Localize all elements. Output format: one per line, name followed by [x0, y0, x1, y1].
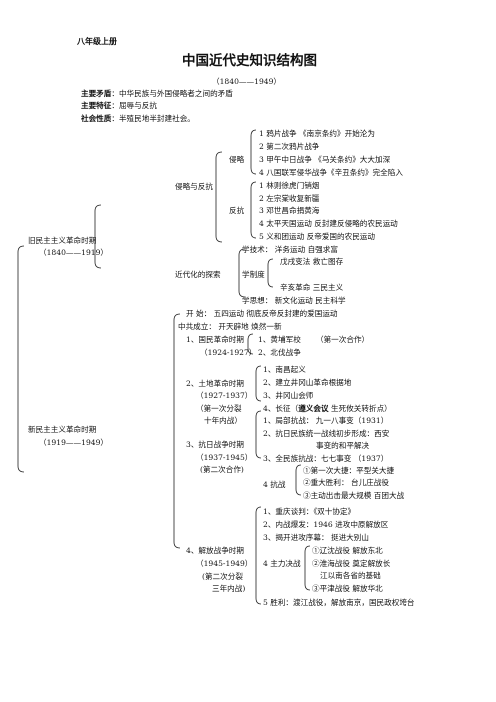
old-period-label: 旧民主主义革命时期: [28, 236, 97, 245]
period-4-label: 4、解放战争时期: [186, 546, 244, 555]
battle-1: ①辽沈战役 解放东北: [312, 546, 383, 555]
learn-tech: 学技术： 洋务运动 自强求富: [242, 245, 338, 254]
bracket-institution: [267, 258, 274, 288]
invasion-label: 侵略: [229, 155, 245, 164]
bracket-p4-battle: [304, 545, 311, 591]
period-1-item-2: 2、北伐战争: [258, 348, 301, 357]
resist-label: 反抗: [229, 206, 245, 215]
long-march-prefix: 4、长征（: [263, 404, 299, 413]
invasion-item-2: 2 第二次鸦片战争: [259, 142, 320, 151]
old-period-years: （1840——1919）: [39, 248, 109, 257]
years-range: （1840——1949）: [212, 77, 282, 86]
bracket-p3: [255, 410, 262, 459]
bracket-invasion: [250, 129, 257, 175]
resist-victory-2: ②重大胜利： 台儿庄战役: [303, 478, 389, 487]
period-2-item-3: 3、井冈山会师: [263, 391, 314, 400]
main-feature-label: 主要特征: [81, 101, 112, 110]
bracket-p3-resist: [295, 464, 302, 496]
invasion-item-3: 3 甲午中日战争 《马关条约》大大加深: [259, 155, 391, 164]
institution-reform-a: 戊戌变法 救亡图存: [280, 257, 344, 266]
bracket-new: [173, 313, 181, 549]
battle-2b: 江以南各省的基础: [320, 571, 381, 580]
main-conflict-text: ：中华民族与外国侵略者之间的矛盾: [111, 89, 233, 98]
period-2-label: 2、土地革命时期: [186, 379, 244, 388]
period-3-years: （1937-1945）: [196, 453, 253, 462]
new-period-label: 新民主主义革命时期: [28, 425, 97, 434]
period-3-item-3: 3、全民族抗战：七七事变 （1937）: [263, 454, 389, 463]
invasion-item-1: 1 鸦片战争 《南京条约》开始沦为: [259, 129, 375, 138]
resist-victory-1: ①第一次大捷：平型关大捷: [303, 466, 395, 475]
period-3-label: 3、抗日战争时期: [186, 440, 244, 449]
main-feature-line: 主要特征：屈辱与反抗: [81, 101, 157, 110]
period-2-years: （1927-1937）: [196, 391, 253, 400]
bracket-explore: [238, 248, 246, 298]
main-conflict-label: 主要矛盾: [81, 89, 112, 98]
cpc-founded: 中共成立： 开天辟地 焕然一新: [178, 322, 282, 331]
period-2-note-1: （第一次分裂: [196, 404, 242, 413]
period-1-note: （第一次合作）: [316, 335, 370, 344]
invasion-item-4: 4 八国联军侵华战争《辛丑条约》完全陷入: [259, 168, 403, 177]
period-3-note: (第二次合作): [200, 465, 244, 474]
period-4-item-1: 1、重庆谈判：《双十协定》: [263, 507, 356, 516]
bracket-resist: [250, 181, 257, 239]
period-4-item-4: 4 主力决战: [263, 559, 301, 568]
explore-label: 近代化的探索: [175, 270, 221, 279]
society-text: ：半殖民地半封建社会。: [111, 114, 195, 123]
bracket-p4: [255, 506, 262, 605]
period-3-item-1: 1、局部抗战： 九一八事变（1931）: [263, 416, 389, 425]
bracket-p1: [247, 333, 254, 355]
resist-item-2: 2 左宗棠收复新疆: [259, 194, 320, 203]
resist-item-3: 3 邓世昌命捐黄海: [259, 206, 320, 215]
period-2-note-2: 十年内战）: [204, 416, 242, 425]
resist-item-5: 5 义和团运动 反帝爱国的农民运动: [259, 232, 375, 241]
resist-item-4: 4 太平天国运动 反封建反侵略的农民运动: [259, 219, 398, 228]
period-3-item-2b: 事变的和平解决: [316, 441, 370, 450]
period-4-item-2: 2、内战爆发：1946 进攻中原解放区: [263, 520, 389, 529]
long-march-suffix: 生死攸关转折点）: [328, 404, 392, 413]
bracket-root: [17, 245, 25, 473]
bracket-invasion-resist: [215, 151, 223, 243]
period-2-item-2: 2、建立井冈山革命根据地: [263, 378, 352, 387]
period-4-item-3: 3、揭开进攻序幕： 挺进大别山: [263, 533, 369, 542]
resist-victory-3: ③主动出击最大规模 百团大战: [303, 491, 405, 500]
bracket-p2: [255, 365, 262, 402]
battle-2: ②淮海战役 奠定解放长: [312, 559, 391, 568]
learn-institution-label: 学制度: [242, 270, 265, 279]
period-1-label: 1、国民革命时期: [186, 335, 244, 344]
period-4-note-2: 三年内战): [212, 584, 246, 593]
main-conflict-line: 主要矛盾：中华民族与外国侵略者之间的矛盾: [81, 89, 233, 98]
bracket-old-lower: [94, 238, 102, 269]
grade-label: 八年级上册: [77, 37, 117, 46]
learn-thought: 学思想： 新文化运动 民主科学: [242, 296, 346, 305]
period-4-years: （1945-1949）: [196, 559, 253, 568]
new-period-years: （1919——1949）: [39, 438, 109, 447]
battle-3: ③平津战役 解放华北: [312, 584, 383, 593]
period-4-note-1: (第二次分裂: [202, 572, 243, 581]
new-start: 开 始： 五四运动 彻底反帝反封建的爱国运动: [186, 309, 338, 318]
invasion-resist-label: 侵略与反抗: [175, 182, 213, 191]
zunyi-meeting: 遵义会议: [298, 404, 329, 413]
main-feature-text: ：屈辱与反抗: [111, 101, 157, 110]
period-1-item-1: 1、黄埔军校: [258, 335, 301, 344]
page-title: 中国近代史知识结构图: [182, 53, 317, 69]
period-3-item-2: 2、抗日民族统一战线初步形成：西安: [263, 429, 390, 438]
period-2-item-4: 4、长征（遵义会议 生死攸关转折点）: [263, 404, 392, 413]
period-4-item-5: 5 胜利：渡江战役，解放南京，国民政权垮台: [263, 598, 415, 607]
period-2-item-1: 1、南昌起义: [263, 365, 306, 374]
period-1-years: （1924-1927）: [200, 348, 257, 357]
period-3-item-4: 4 抗战: [263, 480, 286, 489]
resist-item-1: 1 林则徐虎门销烟: [259, 181, 320, 190]
society-line: 社会性质：半殖民地半封建社会。: [81, 114, 195, 123]
society-label: 社会性质: [81, 114, 112, 123]
institution-reform-b: 辛亥革命 三民主义: [280, 283, 344, 292]
bracket-old: [94, 204, 102, 238]
